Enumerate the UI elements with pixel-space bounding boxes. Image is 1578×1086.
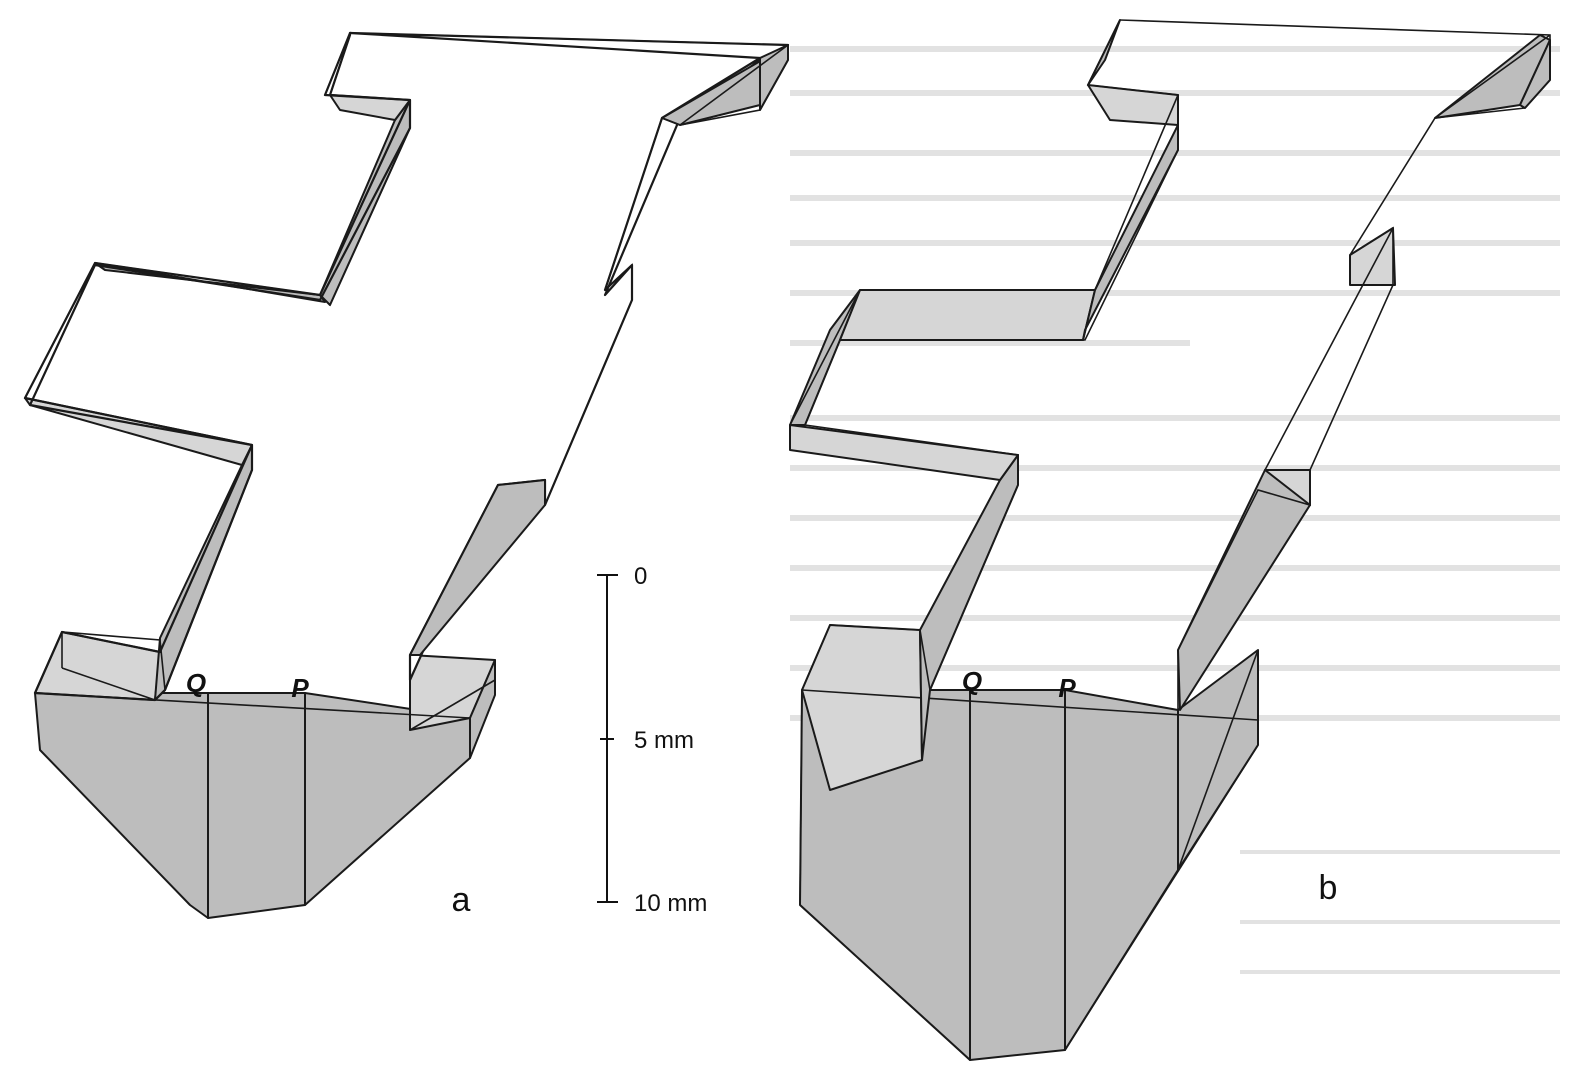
panel-b-caption: b <box>1319 869 1338 907</box>
scale-tick-5mm: 5 mm <box>634 727 694 754</box>
panel-a-label-q: Q <box>186 668 206 698</box>
panel-a-lower-prism <box>34 631 496 919</box>
panel-b-label-q: Q <box>962 666 982 696</box>
panel-b-diagram: Q P b <box>789 19 1551 1061</box>
panel-a-outline <box>23 32 789 694</box>
panel-a-left-strip <box>24 94 411 701</box>
panel-b-outline <box>789 19 1551 693</box>
panel-b-label-p: P <box>1058 673 1076 703</box>
panel-b-right-strip <box>1177 34 1551 711</box>
panel-b-lower-prism <box>799 624 1259 1061</box>
scale-tick-10mm: 10 mm <box>634 890 707 917</box>
scale-tick-0: 0 <box>634 563 647 590</box>
panel-a-caption: a <box>452 881 471 919</box>
panel-a-label-p: P <box>291 673 309 703</box>
scale-bar: 0 5 mm 10 mm <box>597 563 707 917</box>
panel-a-diagram: Q P a <box>23 31 790 919</box>
panel-a-upper-strip <box>23 31 790 702</box>
